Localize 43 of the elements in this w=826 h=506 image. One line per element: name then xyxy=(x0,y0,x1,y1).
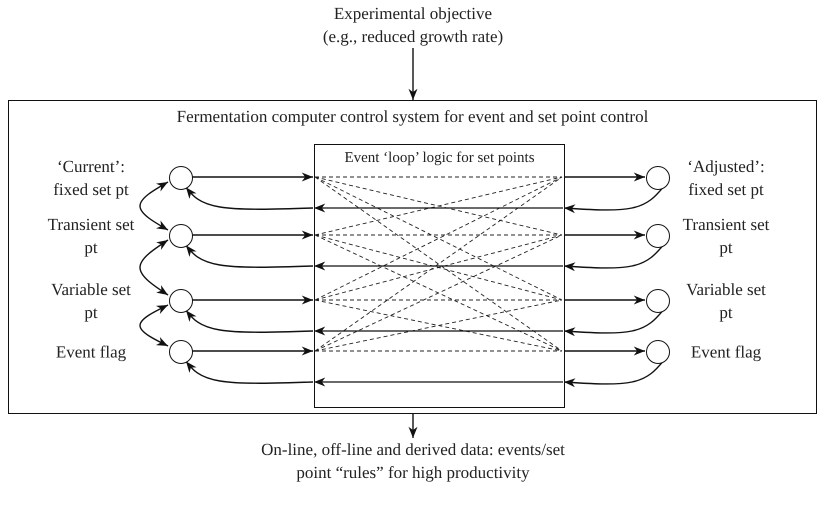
arrow xyxy=(564,310,664,336)
logic-box xyxy=(314,144,565,408)
annotation-text: On-line, off-line and derived data: events/set point “rules” for high productivity xyxy=(260,439,566,484)
arrow xyxy=(139,181,168,231)
arrow xyxy=(408,414,418,438)
set-point-label: ‘Current’: fixed set pt xyxy=(52,156,130,201)
set-point-circle xyxy=(646,340,670,364)
box-heading: Event ‘loop’ logic for set points xyxy=(343,149,536,168)
set-point-label: Event flag xyxy=(54,342,128,364)
set-point-circle xyxy=(169,340,193,364)
set-point-label: Variable set pt xyxy=(50,279,132,324)
arrow xyxy=(192,296,313,304)
set-point-label: Variable set pt xyxy=(685,279,767,324)
arrow xyxy=(185,186,314,210)
arrow xyxy=(564,172,645,182)
arrow xyxy=(192,346,313,356)
set-point-label: Transient set pt xyxy=(682,214,770,259)
system-box xyxy=(8,100,817,414)
arrow xyxy=(185,244,314,268)
arrow xyxy=(564,244,664,272)
arrow xyxy=(564,346,645,356)
arrow xyxy=(564,186,664,214)
set-point-circle xyxy=(646,166,670,190)
set-point-label: ‘Adjusted’: fixed set pt xyxy=(686,156,766,201)
set-point-circle xyxy=(169,289,193,313)
set-point-circle xyxy=(646,289,670,313)
arrow xyxy=(192,230,313,240)
arrow xyxy=(139,304,168,347)
set-point-circle xyxy=(169,224,193,248)
annotation-text: Experimental objective (e.g., reduced growth rate) xyxy=(322,3,504,48)
arrow xyxy=(564,230,645,240)
set-point-label: Event flag xyxy=(690,342,762,364)
arrow xyxy=(185,360,314,384)
set-point-circle xyxy=(169,166,193,190)
arrow xyxy=(185,310,314,333)
arrow xyxy=(139,239,168,296)
arrow xyxy=(408,48,418,100)
arrow xyxy=(564,296,645,304)
set-point-circle xyxy=(646,224,670,248)
arrow xyxy=(564,360,664,388)
arrow xyxy=(192,172,313,182)
box-heading: Fermentation computer control system for event and set point control xyxy=(176,106,650,128)
set-point-label: Transient set pt xyxy=(46,214,136,259)
